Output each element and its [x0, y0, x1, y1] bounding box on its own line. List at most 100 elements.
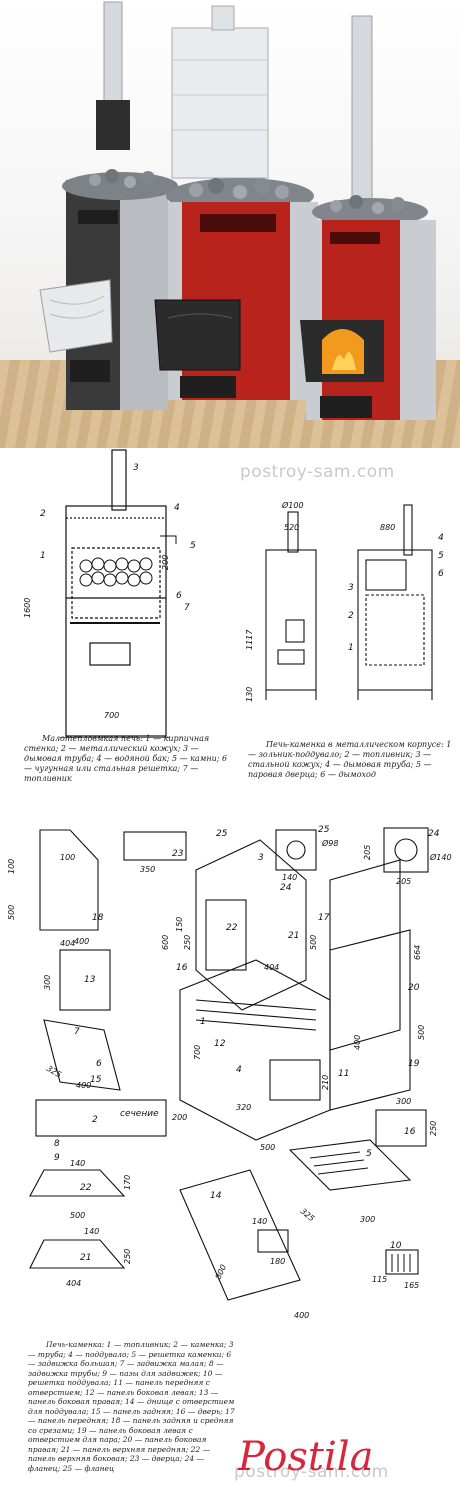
- dim-250-c: 250: [429, 1121, 438, 1136]
- dim-140-a: 140: [282, 873, 297, 882]
- dim-100-b: 100: [60, 853, 75, 862]
- left-stove: [39, 1, 178, 410]
- section-label: сечение: [120, 1109, 159, 1119]
- part-16: 16: [176, 963, 188, 973]
- dim-1117: 1117: [245, 629, 254, 650]
- part-25: 25: [216, 829, 228, 839]
- part-21b: 21: [80, 1253, 91, 1263]
- dim-800: 800: [214, 1263, 229, 1281]
- dim-404-b: 404: [264, 963, 279, 972]
- dim-130: 130: [245, 687, 254, 702]
- middle-stove: [154, 5, 318, 400]
- label-m2: 2: [348, 611, 354, 621]
- dim-100-a: 100: [7, 859, 16, 874]
- part-7: 7: [74, 1027, 80, 1037]
- dim-165: 165: [404, 1281, 419, 1290]
- dim-300-c: 300: [360, 1215, 375, 1224]
- part-22b: 22: [80, 1183, 92, 1193]
- label-1: 1: [40, 551, 46, 561]
- dim-210: 210: [321, 1075, 330, 1090]
- dim-404-c: 404: [66, 1279, 81, 1288]
- label-m4: 4: [438, 533, 444, 543]
- label-m6: 6: [438, 569, 444, 579]
- diagram-exploded-stove: 100 100 500 404 350 140 Ø98 205 Ø140 205…: [7, 825, 452, 1320]
- part-16b: 16: [404, 1127, 416, 1137]
- dim-300-a: 300: [43, 975, 52, 990]
- part-5: 5: [366, 1149, 372, 1159]
- dim-325-a: 325: [45, 1064, 63, 1079]
- part-12: 12: [214, 1039, 226, 1049]
- dim-500-a: 500: [7, 905, 16, 920]
- part-9: 9: [54, 1153, 60, 1163]
- dim-250-a: 250: [183, 935, 192, 950]
- dim-150: 150: [175, 917, 184, 932]
- dim-404-a: 404: [60, 939, 75, 948]
- dim-d98: Ø98: [321, 838, 338, 848]
- part-25b: 25: [318, 825, 330, 835]
- part-23: 23: [172, 849, 184, 859]
- label-2: 2: [40, 509, 46, 519]
- part-14: 14: [210, 1191, 222, 1201]
- dim-400-c: 400: [76, 1081, 91, 1090]
- part-6: 6: [96, 1059, 102, 1069]
- part-4: 4: [236, 1065, 242, 1075]
- dim-400-b: 400: [353, 1035, 362, 1050]
- label-6: 6: [176, 591, 182, 601]
- label-m5: 5: [438, 551, 444, 561]
- dim-325-b: 325: [299, 1207, 316, 1224]
- dim-500-d: 500: [417, 1025, 426, 1040]
- diagram-panel-exploded: 100 100 500 404 350 140 Ø98 205 Ø140 205…: [0, 820, 460, 1340]
- part-18: 18: [92, 913, 104, 923]
- right-stove: [300, 15, 436, 420]
- part-20: 20: [408, 983, 420, 993]
- dim-880: 880: [380, 523, 395, 532]
- dim-664: 664: [413, 945, 422, 960]
- stoves-illustration: [39, 1, 436, 420]
- part-24b: 24: [280, 883, 292, 893]
- part-1: 1: [200, 1017, 206, 1027]
- part-2: 2: [92, 1115, 98, 1125]
- logo-text: Postila: [237, 1434, 373, 1480]
- part-11: 11: [338, 1069, 349, 1079]
- part-19: 19: [408, 1059, 420, 1069]
- dim-height-1600: 1600: [23, 598, 32, 618]
- dim-d140: Ø140: [429, 852, 452, 862]
- part-17: 17: [318, 913, 330, 923]
- dim-205-a: 205: [363, 845, 372, 860]
- dim-500-c: 500: [260, 1143, 275, 1152]
- watermark-top: postroy-sam.com: [240, 462, 395, 482]
- postila-logo: Postila: [237, 1434, 373, 1480]
- dim-400-a: 400: [74, 937, 89, 946]
- dim-350: 350: [140, 865, 155, 874]
- diagram-small-stove: 3 2 4 1 5 6 7 1600 200 700: [23, 449, 196, 738]
- diagram-panel-1: postroy-sam.com 3 2 4 1 5 6 7 1600 200 7…: [0, 448, 460, 783]
- dim-300-b: 300: [396, 1097, 411, 1106]
- part-15: 15: [90, 1075, 102, 1085]
- part-21: 21: [288, 931, 299, 941]
- part-10: 10: [390, 1241, 402, 1251]
- label-7: 7: [184, 603, 190, 613]
- dim-140-c: 140: [84, 1227, 99, 1236]
- dim-205-b: 205: [396, 877, 411, 886]
- label-3: 3: [133, 463, 139, 473]
- caption-exploded-stove: Печь-каменка: 1 — топливник; 2 — каменка…: [28, 1340, 235, 1473]
- diagram-metal-stove: Ø100 520 1117 130 880 1 2 3 4 5 6: [245, 500, 444, 702]
- dim-180: 180: [270, 1257, 285, 1266]
- dim-400-d: 400: [294, 1311, 309, 1320]
- part-8: 8: [54, 1139, 60, 1149]
- dim-200: 200: [161, 555, 170, 570]
- dim-115: 115: [372, 1275, 387, 1284]
- dim-320: 320: [236, 1103, 251, 1112]
- watermark-bottom: postroy-sam.com: [234, 1462, 389, 1482]
- dim-width-700: 700: [104, 711, 119, 720]
- dim-700: 700: [193, 1045, 202, 1060]
- label-4: 4: [174, 503, 180, 513]
- label-m3: 3: [348, 583, 354, 593]
- caption-metal-stove: Печь-каменка в металлическом корпусе: 1 …: [248, 740, 452, 779]
- part-24: 24: [428, 829, 440, 839]
- dim-140-d: 140: [252, 1217, 267, 1226]
- stoves-photo: [0, 0, 460, 448]
- dim-500-e: 500: [70, 1211, 85, 1220]
- dim-600: 600: [161, 935, 170, 950]
- dim-250-b: 250: [123, 1249, 132, 1264]
